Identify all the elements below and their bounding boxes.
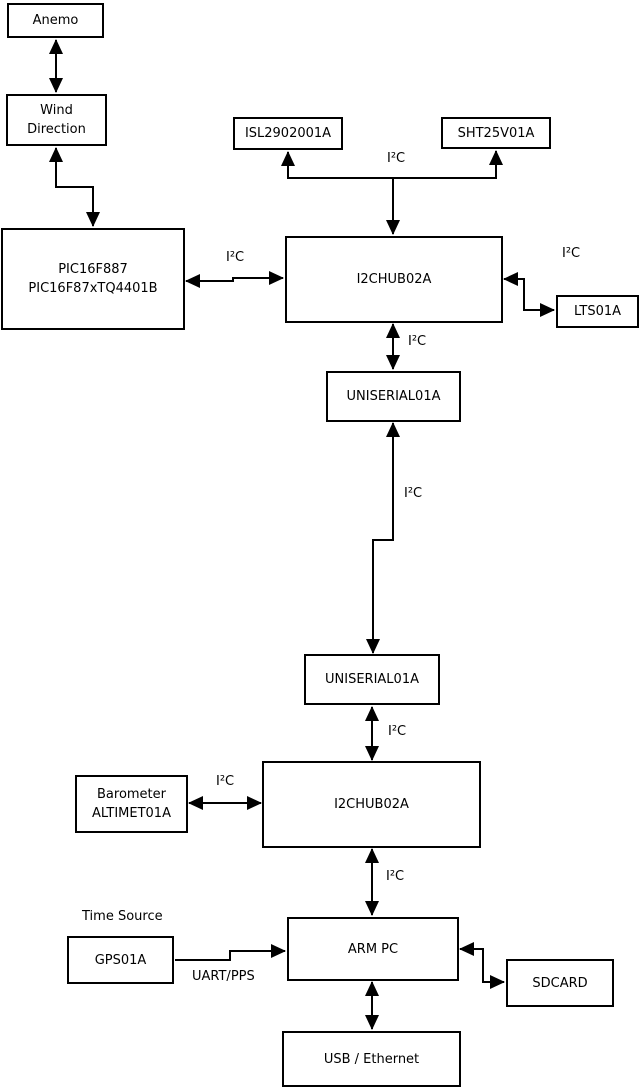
label-i2c-pic-hub: I²C bbox=[226, 250, 245, 265]
node-arm-pc: ARM PC bbox=[287, 917, 459, 981]
node-pic: PIC16F887 PIC16F87xTQ4401B bbox=[1, 228, 185, 330]
node-hub-top-label: I2CHUB02A bbox=[356, 272, 432, 287]
node-gps-label: GPS01A bbox=[94, 952, 147, 968]
label-i2c-sensor-bus: I²C bbox=[387, 151, 406, 166]
node-arm-pc-label: ARM PC bbox=[347, 941, 399, 957]
node-hub-bottom-label: I2CHUB02A bbox=[334, 797, 409, 812]
node-isl-label: ISL2902001A bbox=[244, 126, 332, 141]
node-hub-top: I2CHUB02A bbox=[285, 236, 503, 323]
node-sdcard: SDCARD bbox=[506, 959, 614, 1007]
edge-hubtop-lts bbox=[503, 272, 555, 317]
node-pic-line1: PIC16F887 bbox=[58, 262, 128, 277]
edge-pic-hubtop bbox=[185, 271, 284, 288]
node-barometer-line1: Barometer bbox=[97, 787, 166, 802]
node-pic-line2: PIC16F87xTQ4401B bbox=[28, 281, 158, 296]
label-i2c-uniserial-hub: I²C bbox=[388, 724, 407, 739]
node-uniserial-bottom-label: UNISERIAL01A bbox=[325, 672, 419, 687]
node-uniserial-top-label: UNISERIAL01A bbox=[346, 389, 441, 404]
node-lts: LTS01A bbox=[556, 295, 639, 328]
label-i2c-hub-armpc: I²C bbox=[386, 869, 405, 884]
edge-armpc-sdcard bbox=[459, 942, 505, 989]
node-wind-direction-line1: Wind bbox=[40, 103, 73, 118]
node-anemo: Anemo bbox=[7, 3, 104, 38]
label-i2c-lts: I²C bbox=[562, 246, 581, 261]
edge-bus-sht bbox=[393, 150, 503, 179]
node-anemo-label: Anemo bbox=[32, 13, 79, 28]
node-usb-ethernet: USB / Ethernet bbox=[282, 1031, 461, 1087]
label-i2c-uniserial-link: I²C bbox=[404, 486, 423, 501]
node-lts-label: LTS01A bbox=[573, 304, 622, 319]
node-isl: ISL2902001A bbox=[233, 117, 343, 150]
edge-gps-armpc bbox=[175, 944, 286, 961]
node-usb-ethernet-label: USB / Ethernet bbox=[323, 1051, 420, 1067]
node-uniserial-top: UNISERIAL01A bbox=[326, 371, 461, 422]
edge-uniserial-link bbox=[366, 422, 400, 654]
node-sdcard-label: SDCARD bbox=[532, 975, 588, 991]
node-hub-bottom: I2CHUB02A bbox=[262, 761, 481, 848]
node-barometer: Barometer ALTIMET01A bbox=[75, 775, 188, 833]
node-barometer-line2: ALTIMET01A bbox=[92, 806, 171, 821]
node-wind-direction-line2: Direction bbox=[27, 122, 86, 137]
node-sht: SHT25V01A bbox=[441, 117, 551, 149]
label-i2c-hub-uniserial: I²C bbox=[408, 334, 427, 349]
node-gps: GPS01A bbox=[67, 936, 174, 984]
node-wind-direction: Wind Direction bbox=[6, 94, 107, 146]
node-sht-label: SHT25V01A bbox=[457, 125, 535, 141]
label-i2c-barometer: I²C bbox=[216, 774, 235, 789]
node-uniserial-bottom: UNISERIAL01A bbox=[304, 654, 440, 705]
edge-wind-pic bbox=[49, 147, 100, 227]
edge-bus-isl bbox=[281, 151, 393, 179]
label-uart-pps: UART/PPS bbox=[192, 969, 255, 984]
label-time-source: Time Source bbox=[82, 909, 163, 924]
